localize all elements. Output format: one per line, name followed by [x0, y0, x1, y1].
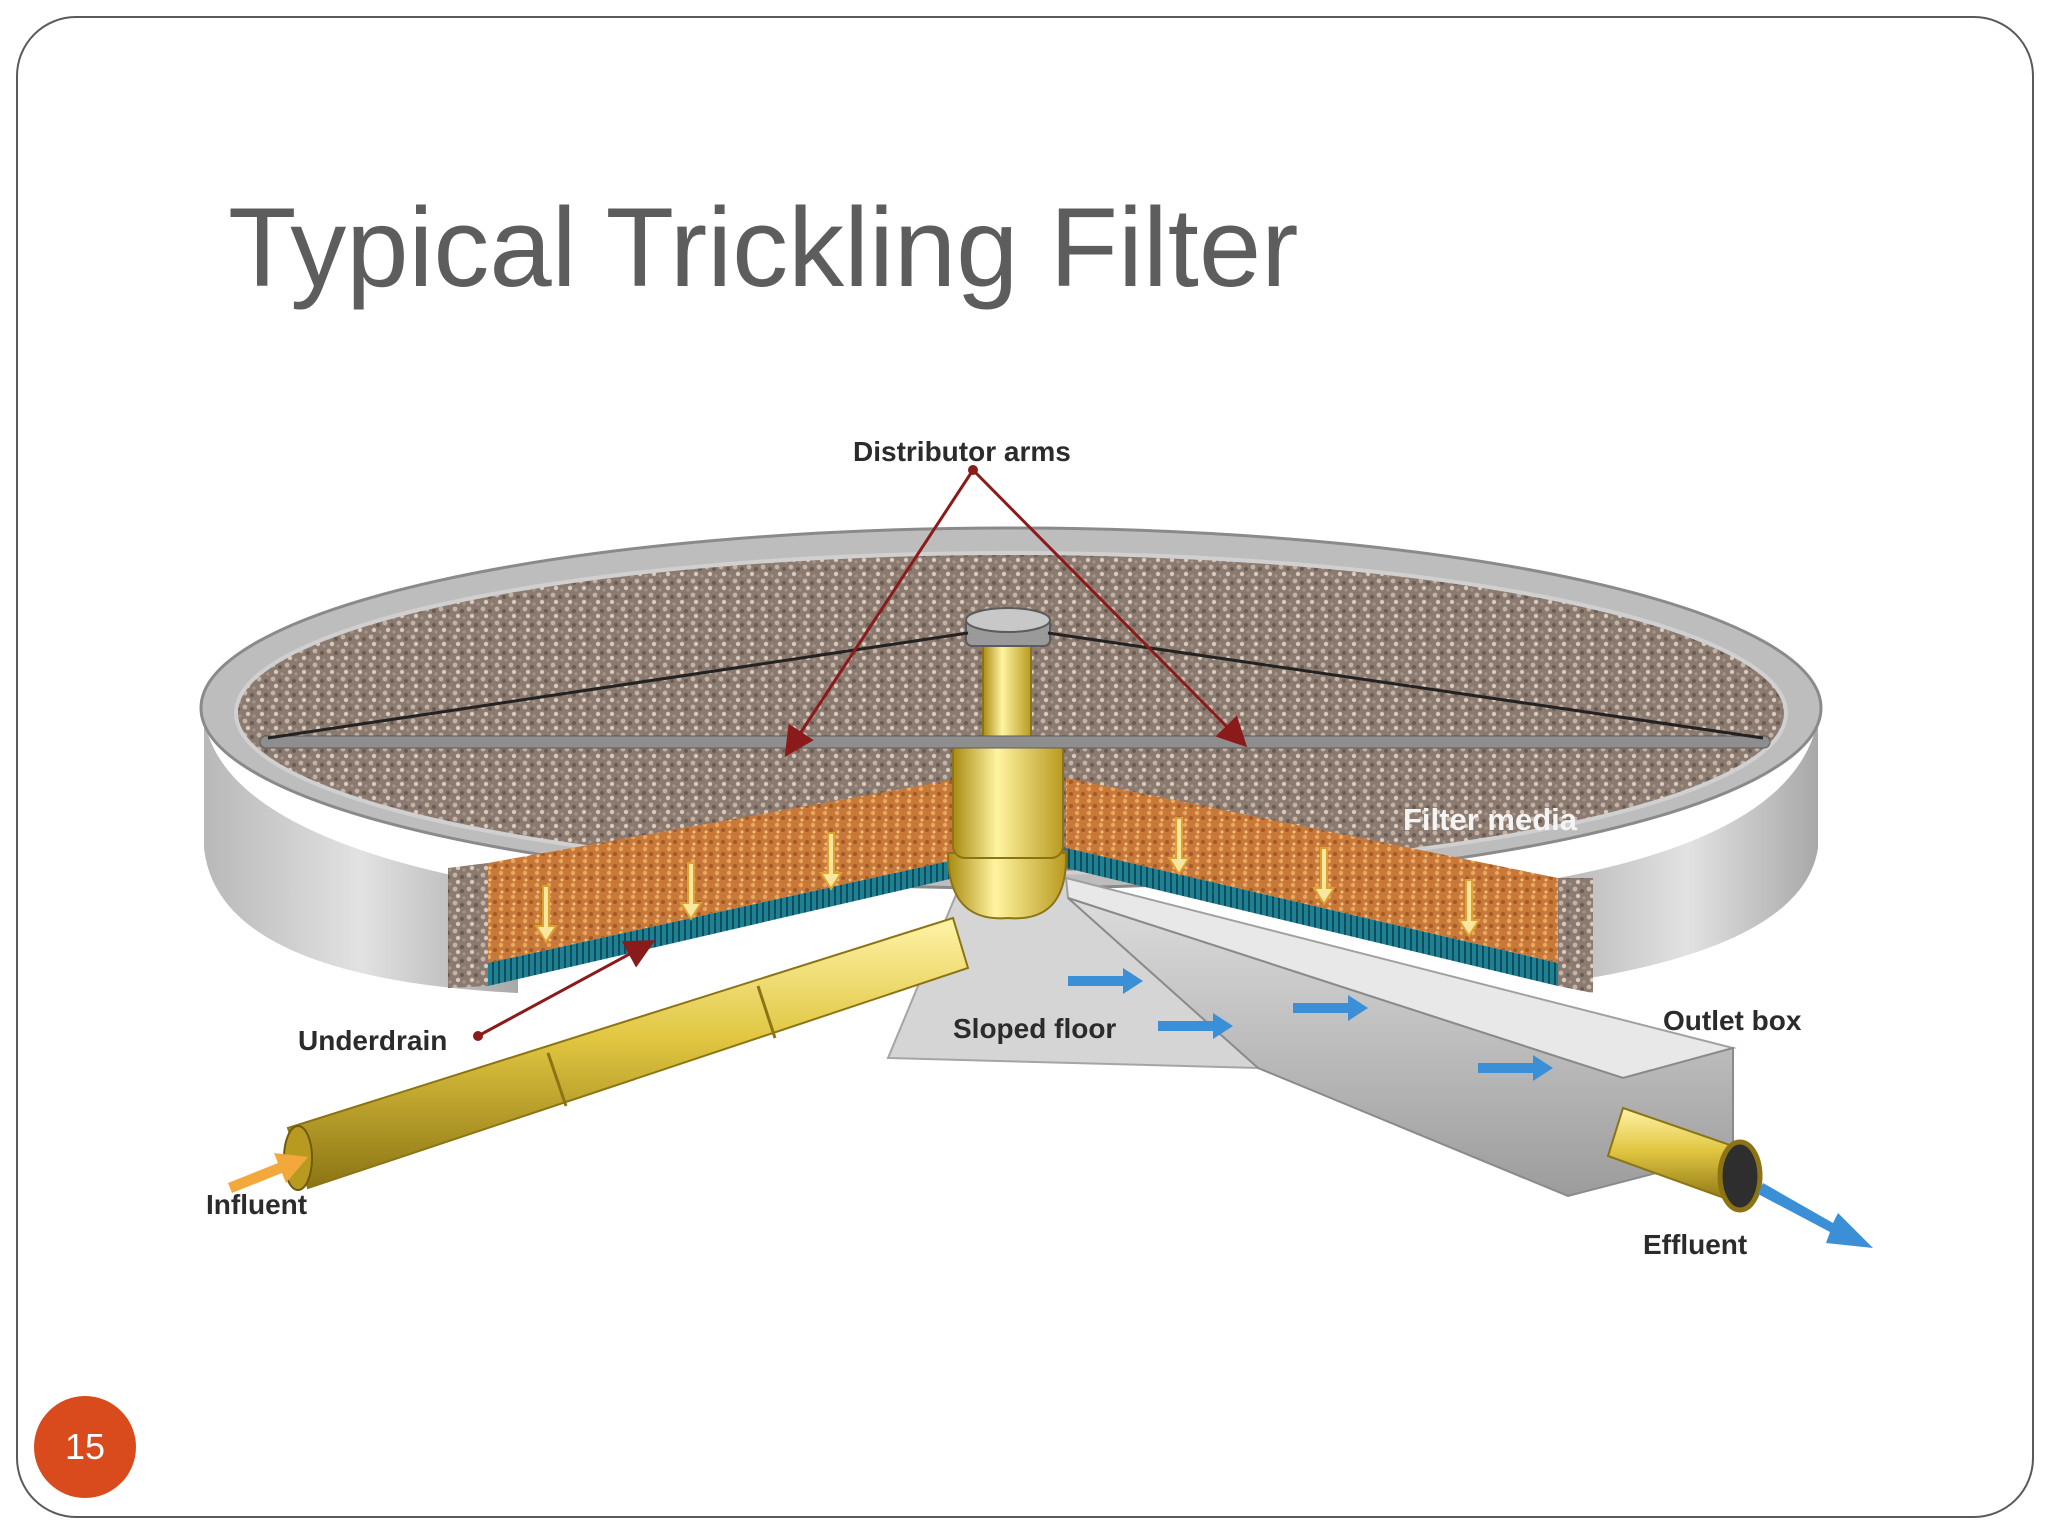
cutaway-media-right — [1066, 778, 1558, 963]
cutaway-gravel-edge-left — [448, 863, 488, 988]
label-sloped-floor: Sloped floor — [953, 1013, 1116, 1044]
central-column-shaft — [982, 632, 1032, 744]
cutaway-media-left — [488, 778, 963, 963]
slide-frame: Typical Trickling Filter — [16, 16, 2034, 1518]
effluent-flow-arrow — [1758, 1183, 1873, 1248]
central-column-collar — [952, 737, 1064, 859]
tank-outer-wall — [204, 718, 518, 993]
distributor-arm — [259, 735, 1771, 749]
cutaway-underdrain-right — [1066, 848, 1558, 986]
outlet-box-front — [1067, 897, 1734, 1198]
trickle-arrows — [534, 817, 1481, 944]
label-underdrain: Underdrain — [298, 1025, 447, 1056]
trickling-filter-diagram: Distributor arms Filter media Underdrain… — [199, 436, 1873, 1260]
underdrain-leader — [477, 940, 656, 1038]
effluent-pipe-opening — [1717, 1139, 1763, 1213]
slide-title: Typical Trickling Filter — [228, 185, 1299, 310]
label-filter-media: Filter media — [1403, 802, 1578, 837]
floor-flow-arrows — [1068, 968, 1553, 1081]
cutaway-underdrain-left — [488, 858, 963, 986]
label-outlet-box: Outlet box — [1663, 1005, 1802, 1036]
arm-tie-rod-left — [267, 631, 969, 740]
arm-tie-rod-right — [1047, 631, 1764, 740]
page-number-badge: 15 — [34, 1396, 136, 1498]
label-distributor-arms: Distributor arms — [853, 436, 1071, 467]
influent-flow-arrow — [228, 1153, 308, 1193]
distributor-leader-left — [784, 469, 975, 758]
label-effluent: Effluent — [1643, 1229, 1747, 1260]
cutaway-gravel-edge-right — [1558, 878, 1593, 993]
tank-right-wall — [1558, 718, 1818, 983]
distributor-leader-right — [971, 468, 1248, 748]
central-column-base — [946, 852, 1068, 920]
label-influent: Influent — [206, 1189, 307, 1220]
